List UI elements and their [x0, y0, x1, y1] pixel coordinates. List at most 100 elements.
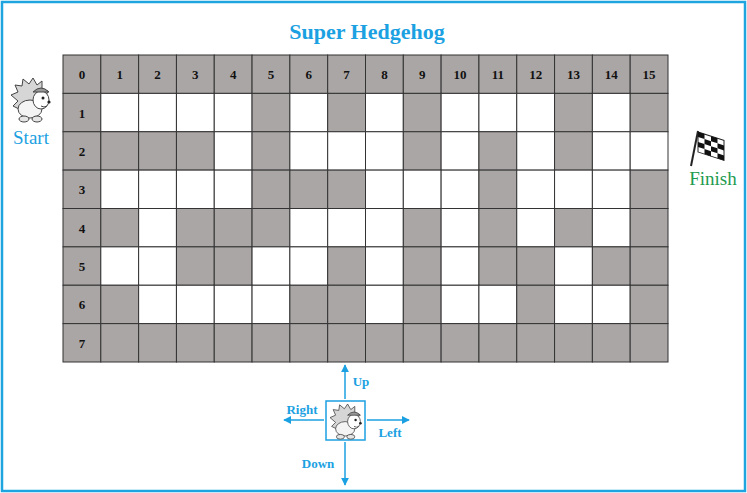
- column-number: 14: [605, 68, 618, 81]
- wall-cell: [63, 170, 101, 208]
- column-number: 13: [567, 68, 580, 81]
- wall-cell: [403, 132, 441, 170]
- wall-cell: [630, 55, 668, 93]
- wall-cell: [328, 324, 366, 362]
- wall-cell: [555, 324, 593, 362]
- path-cell: [366, 132, 404, 170]
- finish-flag: [691, 131, 724, 166]
- wall-cell: [214, 247, 252, 285]
- wall-cell: [517, 55, 555, 93]
- path-cell: [517, 93, 555, 131]
- path-cell: [630, 132, 668, 170]
- wall-cell: [555, 55, 593, 93]
- row-number: 5: [79, 260, 86, 273]
- path-cell: [441, 209, 479, 247]
- wall-cell: [555, 132, 593, 170]
- wall-cell: [479, 209, 517, 247]
- column-number: 9: [419, 68, 426, 81]
- path-cell: [441, 285, 479, 323]
- wall-cell: [517, 324, 555, 362]
- path-cell: [366, 209, 404, 247]
- path-cell: [592, 93, 630, 131]
- path-cell: [441, 247, 479, 285]
- path-cell: [441, 132, 479, 170]
- path-cell: [290, 247, 328, 285]
- path-cell: [366, 247, 404, 285]
- wall-cell: [290, 285, 328, 323]
- path-cell: [592, 132, 630, 170]
- wall-cell: [290, 170, 328, 208]
- maze-grid: [63, 55, 668, 362]
- wall-cell: [592, 247, 630, 285]
- path-cell: [441, 93, 479, 131]
- wall-cell: [252, 170, 290, 208]
- wall-cell: [555, 209, 593, 247]
- wall-cell: [176, 55, 214, 93]
- path-cell: [592, 285, 630, 323]
- path-cell: [176, 170, 214, 208]
- wall-cell: [176, 247, 214, 285]
- path-cell: [366, 170, 404, 208]
- wall-cell: [214, 209, 252, 247]
- path-cell: [517, 132, 555, 170]
- column-number: 11: [492, 68, 504, 81]
- path-cell: [214, 93, 252, 131]
- path-cell: [328, 209, 366, 247]
- wall-cell: [176, 132, 214, 170]
- wall-cell: [630, 170, 668, 208]
- wall-cell: [101, 209, 139, 247]
- wall-cell: [517, 285, 555, 323]
- wall-cell: [479, 247, 517, 285]
- path-cell: [290, 132, 328, 170]
- wall-cell: [366, 55, 404, 93]
- path-cell: [290, 93, 328, 131]
- path-cell: [101, 93, 139, 131]
- wall-cell: [479, 170, 517, 208]
- path-cell: [479, 93, 517, 131]
- wall-cell: [479, 55, 517, 93]
- wall-cell: [403, 209, 441, 247]
- path-cell: [366, 93, 404, 131]
- column-number: 2: [154, 68, 161, 81]
- wall-cell: [328, 93, 366, 131]
- wall-cell: [252, 324, 290, 362]
- column-number: 6: [306, 68, 313, 81]
- wall-cell: [290, 55, 328, 93]
- wall-cell: [403, 324, 441, 362]
- wall-cell: [101, 324, 139, 362]
- row-number: 2: [79, 144, 86, 157]
- wall-cell: [441, 324, 479, 362]
- wall-cell: [252, 132, 290, 170]
- wall-cell: [63, 324, 101, 362]
- path-cell: [479, 285, 517, 323]
- wall-cell: [63, 93, 101, 131]
- wall-cell: [328, 247, 366, 285]
- wall-cell: [630, 247, 668, 285]
- wall-cell: [517, 247, 555, 285]
- path-cell: [403, 170, 441, 208]
- wall-cell: [555, 93, 593, 131]
- wall-cell: [63, 285, 101, 323]
- row-number: 7: [79, 336, 86, 349]
- column-number: 12: [529, 68, 542, 81]
- wall-cell: [479, 132, 517, 170]
- column-number: 15: [643, 68, 656, 81]
- wall-cell: [328, 55, 366, 93]
- path-cell: [517, 209, 555, 247]
- wall-cell: [63, 55, 101, 93]
- column-number: 0: [79, 68, 86, 81]
- finish-label: Finish: [689, 169, 737, 188]
- column-number: 3: [192, 68, 199, 81]
- wall-cell: [630, 285, 668, 323]
- path-cell: [441, 170, 479, 208]
- wall-cell: [63, 247, 101, 285]
- wall-cell: [630, 93, 668, 131]
- row-number: 4: [79, 221, 86, 234]
- row-number: 3: [79, 183, 86, 196]
- path-cell: [555, 170, 593, 208]
- path-cell: [555, 247, 593, 285]
- wall-cell: [139, 324, 177, 362]
- direction-label: Up: [353, 375, 370, 388]
- wall-cell: [403, 285, 441, 323]
